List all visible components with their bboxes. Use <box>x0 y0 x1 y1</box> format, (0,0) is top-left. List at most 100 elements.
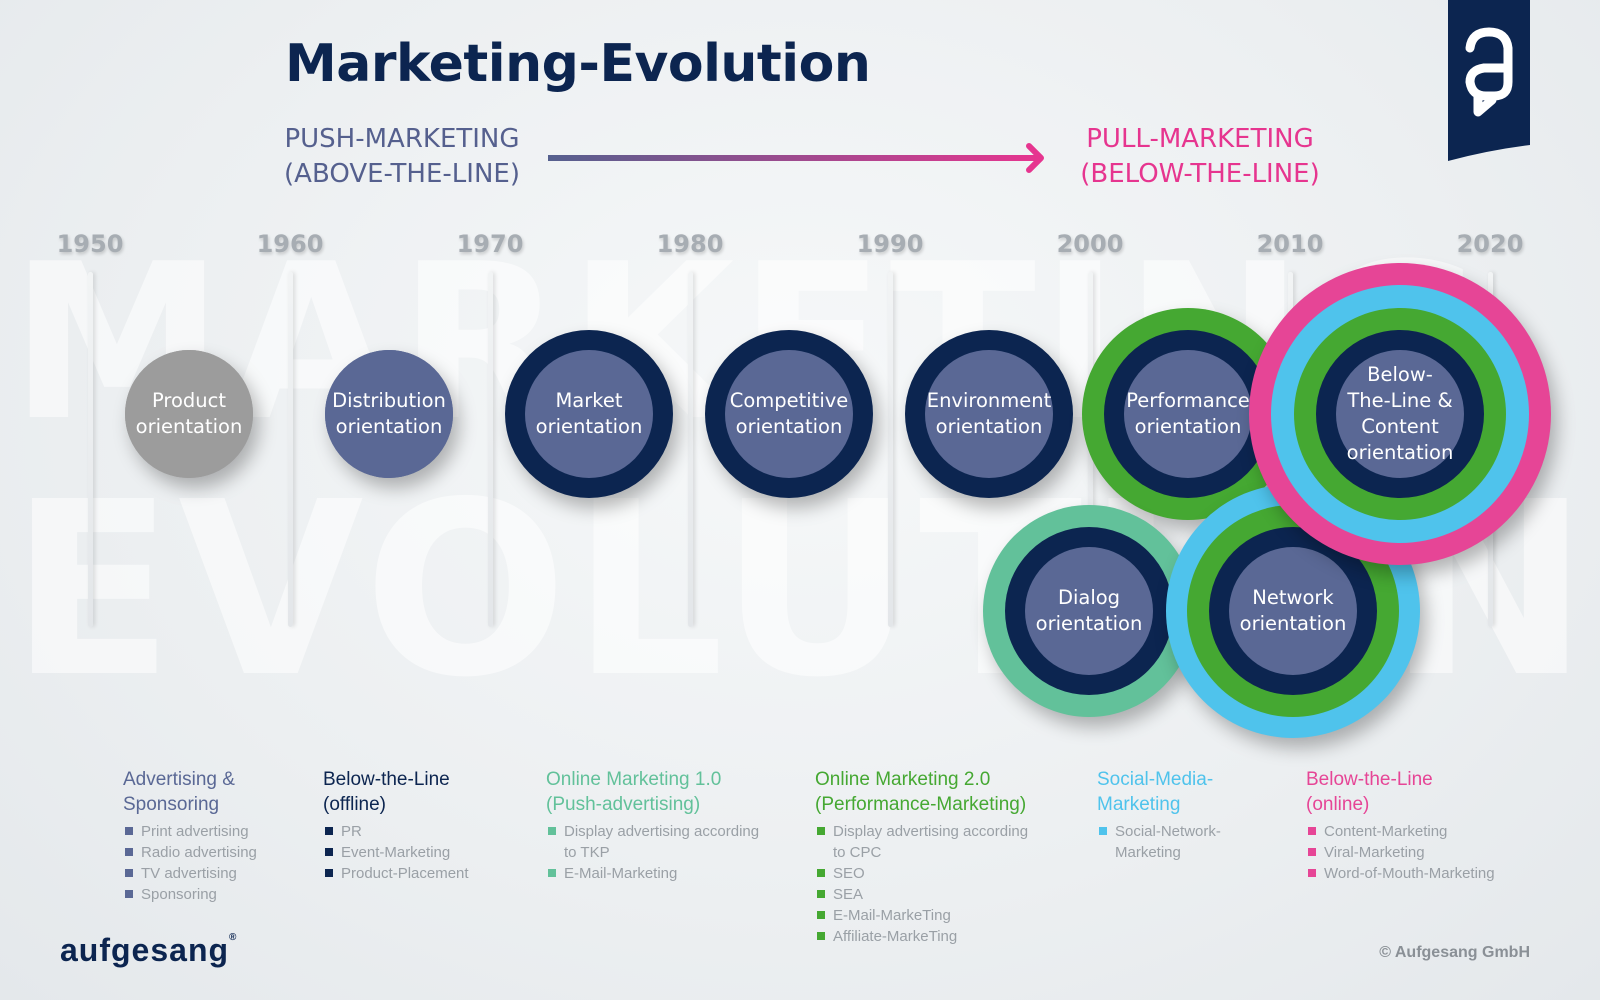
product-orientation-label: Product orientation <box>125 350 253 478</box>
below-the-line-content-orientation-circle: Below- The-Line & Content orientation <box>1249 263 1551 565</box>
category-list-item: Sponsoring <box>123 884 257 905</box>
category-item-text: Display advertising according to TKP <box>564 823 760 861</box>
category-item-text: SEA <box>833 886 864 903</box>
dialog-orientation-circle: Dialog orientation <box>983 505 1195 717</box>
category-column: Below-the-Line (online) Content-Marketing… <box>1306 767 1495 884</box>
square-bullet-icon <box>125 890 133 898</box>
square-bullet-icon <box>817 911 825 919</box>
square-bullet-icon <box>817 932 825 940</box>
category-list-item: Social-Network- Marketing <box>1097 821 1221 863</box>
category-item-text: Radio advertising <box>141 844 257 861</box>
competitive-orientation-circle: Competitive orientation <box>705 330 873 498</box>
performance-orientation-label: Performance orientation <box>1124 350 1252 478</box>
category-list-item: TV advertising <box>123 863 257 884</box>
square-bullet-icon <box>125 848 133 856</box>
category-list-item: Word-of-Mouth-Marketing <box>1306 863 1495 884</box>
category-item-text: Product-Placement <box>341 865 469 882</box>
distribution-orientation-label: Distribution orientation <box>325 350 453 478</box>
dialog-orientation-label: Dialog orientation <box>1025 547 1153 675</box>
year-1990: 1990 <box>856 230 924 258</box>
category-title: Online Marketing 1.0 (Push-advertising) <box>546 769 722 815</box>
brand-wordmark: aufgesang® <box>60 932 238 968</box>
category-list-item: Display advertising according to CPC <box>815 821 1028 863</box>
square-bullet-icon <box>817 890 825 898</box>
environment-orientation-circle: Environment orientation <box>905 330 1073 498</box>
category-item-text: Word-of-Mouth-Marketing <box>1324 865 1495 882</box>
category-list-item: PR <box>323 821 469 842</box>
category-column: Online Marketing 1.0 (Push-advertising) D… <box>546 767 759 884</box>
network-orientation-label: Network orientation <box>1229 547 1357 675</box>
category-list-item: Print advertising <box>123 821 257 842</box>
push-marketing-line1: PUSH-MARKETING <box>284 124 520 154</box>
square-bullet-icon <box>325 869 333 877</box>
category-title: Below-the-Line (online) <box>1306 769 1433 815</box>
category-item-text: E-Mail-Marketing <box>564 865 678 882</box>
category-list-item: Radio advertising <box>123 842 257 863</box>
square-bullet-icon <box>1308 827 1316 835</box>
square-bullet-icon <box>325 848 333 856</box>
distribution-orientation-circle: Distribution orientation <box>325 350 453 478</box>
square-bullet-icon <box>1308 869 1316 877</box>
category-item-text: Display advertising according to CPC <box>833 823 1029 861</box>
category-item-text: Print advertising <box>141 823 249 840</box>
category-list-item: Product-Placement <box>323 863 469 884</box>
category-title: Social-Media- Marketing <box>1097 769 1214 815</box>
category-list: Social-Network- Marketing <box>1097 821 1221 863</box>
square-bullet-icon <box>1099 827 1107 835</box>
competitive-orientation-label: Competitive orientation <box>725 350 853 478</box>
square-bullet-icon <box>548 869 556 877</box>
category-list-item: Display advertising according to TKP <box>546 821 759 863</box>
year-2000: 2000 <box>1056 230 1124 258</box>
category-list-item: SEO <box>815 863 1028 884</box>
category-item-text: Social-Network- Marketing <box>1115 823 1221 861</box>
category-list-item: Affiliate-MarkeTing <box>815 926 1028 947</box>
category-item-text: Affiliate-MarkeTing <box>833 928 958 945</box>
pull-marketing-line1: PULL-MARKETING <box>1086 124 1314 154</box>
brand-logo-tab <box>1448 0 1530 161</box>
year-2020: 2020 <box>1456 230 1524 258</box>
copyright: © Aufgesang GmbH <box>1379 944 1530 961</box>
pull-marketing-line2: (BELOW-THE-LINE) <box>1080 159 1320 189</box>
category-item-text: Content-Marketing <box>1324 823 1448 840</box>
timeline-line-1970 <box>488 272 493 627</box>
timeline-line-1950 <box>88 272 93 627</box>
year-1960: 1960 <box>256 230 324 258</box>
category-title: Advertising & Sponsoring <box>123 769 235 815</box>
timeline-line-1980 <box>688 272 693 627</box>
square-bullet-icon <box>1308 848 1316 856</box>
category-list-item: Event-Marketing <box>323 842 469 863</box>
year-2010: 2010 <box>1256 230 1324 258</box>
category-list-item: Content-Marketing <box>1306 821 1495 842</box>
category-list-item: E-Mail-MarkeTing <box>815 905 1028 926</box>
category-item-text: TV advertising <box>141 865 237 882</box>
push-marketing-line2: (ABOVE-THE-LINE) <box>284 159 520 189</box>
category-item-text: PR <box>341 823 362 840</box>
speech-bubble-logo-icon <box>1465 27 1513 117</box>
square-bullet-icon <box>125 869 133 877</box>
category-list-item: SEA <box>815 884 1028 905</box>
product-orientation-circle: Product orientation <box>125 350 253 478</box>
timeline-line-1990 <box>888 272 893 627</box>
category-list: Display advertising according to TKP E-Ma… <box>546 821 759 884</box>
category-column: Online Marketing 2.0 (Performance-Market… <box>815 767 1028 947</box>
category-list-item: E-Mail-Marketing <box>546 863 759 884</box>
category-item-text: Event-Marketing <box>341 844 451 861</box>
push-to-pull-arrow <box>548 143 1044 173</box>
category-title: Online Marketing 2.0 (Performance-Market… <box>815 769 1027 815</box>
timeline-line-1960 <box>288 272 293 627</box>
push-marketing-label: PUSH-MARKETING (ABOVE-THE-LINE) <box>272 122 532 192</box>
square-bullet-icon <box>125 827 133 835</box>
environment-orientation-label: Environment orientation <box>925 350 1053 478</box>
below-the-line-content-orientation-label: Below- The-Line & Content orientation <box>1336 350 1464 478</box>
category-title: Below-the-Line (offline) <box>323 769 450 815</box>
market-orientation-label: Market orientation <box>525 350 653 478</box>
pull-marketing-label: PULL-MARKETING (BELOW-THE-LINE) <box>1060 122 1340 192</box>
market-orientation-circle: Market orientation <box>505 330 673 498</box>
square-bullet-icon <box>325 827 333 835</box>
category-item-text: Viral-Marketing <box>1324 844 1425 861</box>
